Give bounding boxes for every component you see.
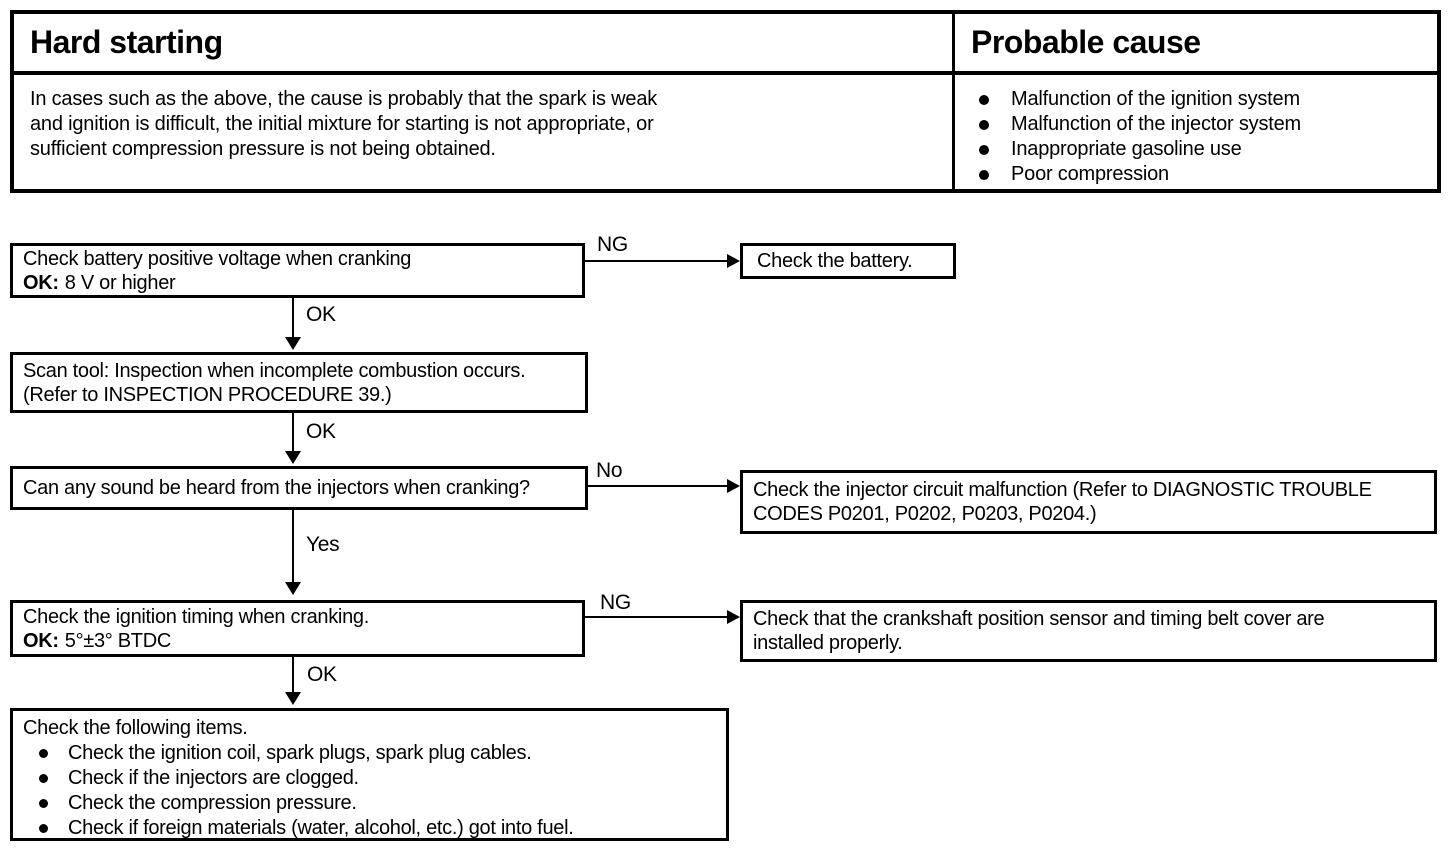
connector-line (585, 616, 727, 618)
final-check-item: Check the ignition coil, spark plugs, sp… (23, 741, 716, 766)
step-ignition-timing-text: Check the ignition timing when cranking. (23, 605, 369, 628)
final-check-text: Check if foreign materials (water, alcoh… (68, 817, 574, 839)
step-battery-voltage-text: Check battery positive voltage when cran… (23, 247, 412, 270)
probable-cause-text: Poor compression (1011, 163, 1169, 185)
bullet-icon (39, 799, 48, 808)
connector-line (292, 298, 294, 338)
step-injector-sound-box: Can any sound be heard from the injector… (10, 466, 588, 510)
result-crankshaft-sensor-line1: Check that the crankshaft position senso… (753, 608, 1325, 630)
symptom-description-line: sufficient compression pressure is not b… (30, 138, 496, 160)
step-battery-voltage-box: Check battery positive voltage when cran… (10, 243, 585, 298)
probable-cause-text: Inappropriate gasoline use (1011, 138, 1242, 160)
result-injector-circuit-line2: CODES P0201, P0202, P0203, P0204.) (753, 503, 1097, 525)
connector-line (292, 657, 294, 693)
bullet-icon (979, 95, 989, 105)
final-checks-title: Check the following items. (23, 717, 248, 739)
symptom-cause-table: Hard starting Probable cause In cases su… (10, 10, 1441, 193)
arrowhead-down-icon (285, 692, 301, 705)
bullet-icon (979, 170, 989, 180)
probable-cause-text: Malfunction of the ignition system (1011, 88, 1300, 110)
probable-cause-title-cell: Probable cause (952, 14, 1437, 71)
branch-label-no: No (596, 459, 623, 482)
result-check-battery-box: Check the battery. (740, 243, 956, 279)
probable-cause-list: Malfunction of the ignition system Malfu… (971, 87, 1423, 187)
bullet-icon (979, 145, 989, 155)
ok-criteria-value: 8 V or higher (64, 271, 176, 294)
final-checks-box: Check the following items. Check the ign… (10, 708, 729, 841)
symptom-title: Hard starting (30, 24, 223, 60)
branch-label-ok: OK (306, 303, 336, 326)
result-crankshaft-sensor-box: Check that the crankshaft position senso… (740, 600, 1437, 662)
probable-cause-item: Malfunction of the injector system (971, 112, 1423, 137)
final-check-text: Check if the injectors are clogged. (68, 767, 359, 789)
probable-cause-item: Poor compression (971, 162, 1423, 187)
step-scan-tool-reference: (Refer to INSPECTION PROCEDURE 39.) (23, 383, 392, 406)
final-check-item: Check the compression pressure. (23, 791, 716, 816)
connector-line (292, 413, 294, 452)
result-crankshaft-sensor-line2: installed properly. (753, 632, 903, 654)
final-check-text: Check the ignition coil, spark plugs, sp… (68, 742, 532, 764)
probable-cause-item: Malfunction of the ignition system (971, 87, 1423, 112)
result-injector-circuit-line1: Check the injector circuit malfunction (… (753, 479, 1372, 501)
step-ignition-timing-box: Check the ignition timing when cranking.… (10, 600, 585, 657)
bullet-icon (39, 824, 48, 833)
final-check-text: Check the compression pressure. (68, 792, 357, 814)
branch-label-ok: OK (307, 663, 337, 686)
connector-line (588, 485, 727, 487)
bullet-icon (39, 774, 48, 783)
arrowhead-right-icon (727, 610, 740, 624)
bullet-icon (979, 120, 989, 130)
final-check-item: Check if the injectors are clogged. (23, 766, 716, 791)
branch-label-ng: NG (600, 591, 631, 614)
arrowhead-right-icon (727, 479, 740, 493)
ok-criteria-prefix: OK: (23, 271, 59, 294)
arrowhead-down-icon (285, 337, 301, 350)
step-scan-tool-text: Scan tool: Inspection when incomplete co… (23, 359, 526, 382)
step-injector-sound-text: Can any sound be heard from the injector… (23, 477, 530, 499)
ok-criteria-value: 5°±3° BTDC (64, 629, 172, 652)
arrowhead-right-icon (727, 254, 740, 268)
probable-cause-text: Malfunction of the injector system (1011, 113, 1301, 135)
step-battery-voltage-criteria: OK:8 V or higher (23, 271, 572, 295)
result-check-battery-text: Check the battery. (757, 250, 913, 272)
branch-label-ng: NG (597, 233, 628, 256)
bullet-icon (39, 749, 48, 758)
probable-cause-list-cell: Malfunction of the ignition system Malfu… (952, 71, 1437, 189)
probable-cause-item: Inappropriate gasoline use (971, 137, 1423, 162)
result-injector-circuit-box: Check the injector circuit malfunction (… (740, 470, 1437, 534)
connector-line (292, 510, 294, 583)
branch-label-ok: OK (306, 420, 336, 443)
arrowhead-down-icon (285, 582, 301, 595)
probable-cause-title: Probable cause (971, 24, 1201, 60)
symptom-description-cell: In cases such as the above, the cause is… (14, 71, 952, 189)
symptom-title-cell: Hard starting (14, 14, 952, 71)
final-check-item: Check if foreign materials (water, alcoh… (23, 816, 716, 841)
step-ignition-timing-criteria: OK:5°±3° BTDC (23, 629, 572, 653)
arrowhead-down-icon (285, 451, 301, 464)
symptom-description-line: and ignition is difficult, the initial m… (30, 113, 654, 135)
symptom-description-line: In cases such as the above, the cause is… (30, 88, 658, 110)
branch-label-yes: Yes (306, 533, 340, 556)
ok-criteria-prefix: OK: (23, 629, 59, 652)
step-scan-tool-box: Scan tool: Inspection when incomplete co… (10, 352, 588, 413)
connector-line (585, 260, 727, 262)
